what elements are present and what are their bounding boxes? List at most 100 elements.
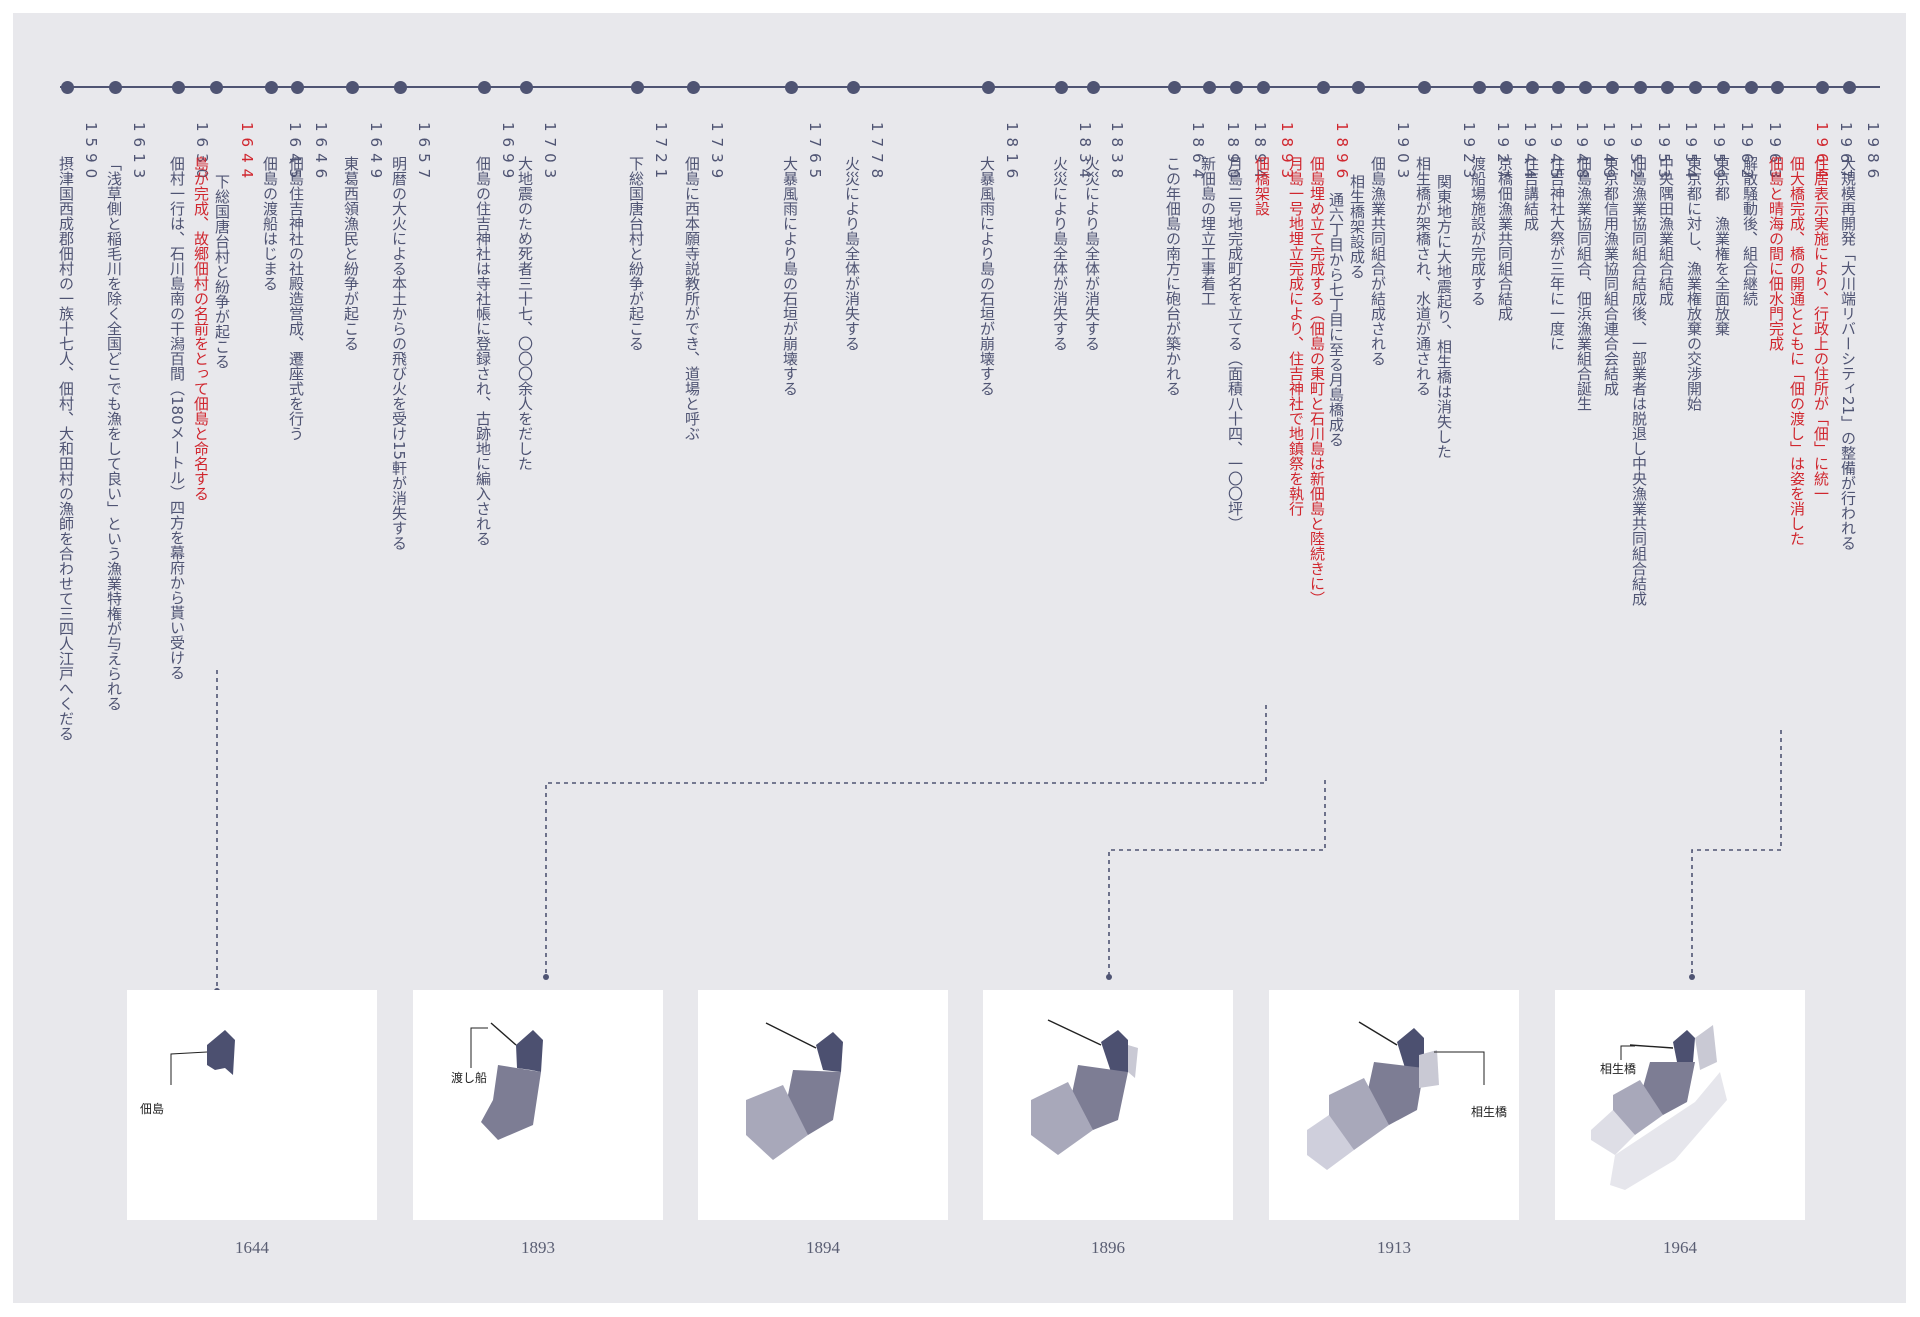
event-1838: 1838 火災により島全体が消失する xyxy=(1081,122,1127,351)
timeline-dot xyxy=(478,81,491,94)
event-1613: 1613 「浅草側と稲毛川を除く全国どこでも漁をして良い」という漁業特権が与えら… xyxy=(103,122,149,711)
leader-line xyxy=(1620,1045,1635,1060)
event-year: 1721 xyxy=(652,122,670,185)
event-1963: 1963 解散騒動後、組合継続 xyxy=(1739,122,1785,306)
timeline-dot xyxy=(1552,81,1565,94)
event-year: 1657 xyxy=(415,122,433,185)
event-text: 佃村一行は、石川島南の干潟百間（180メートル）四方を幕府から貰い受ける xyxy=(168,156,186,680)
event-text-highlight: 島が完成、故郷佃村の名前をとって佃島と命名する xyxy=(192,156,210,501)
event-1646: 1646 佃島住吉神社の社殿造営成、遷座式を行う xyxy=(285,122,331,441)
event-text: 佃島漁業協同組合、佃浜漁業組合誕生 xyxy=(1575,156,1593,411)
event-year: 1923 xyxy=(1460,122,1478,185)
event-year: 1954 xyxy=(1682,122,1700,185)
event-1703: 1703 大地震のため死者三十七、〇〇〇余人をだした xyxy=(514,122,560,471)
island-shape xyxy=(1397,1028,1424,1068)
event-1986: 1986 大規模再開発「大川端リバーシティ21」の整備が行われる xyxy=(1837,122,1883,550)
island-shape xyxy=(207,1030,235,1075)
event-1962: 1962 東京都 漁業権を全面放棄 xyxy=(1711,122,1757,336)
leader-line xyxy=(170,1051,208,1085)
reclaimed-land xyxy=(1307,1115,1354,1170)
event-1953: 1953 佃島漁業協同組合結成後、一部業者は脱退し中央漁業共同組合結成 xyxy=(1628,122,1674,606)
bridge-line xyxy=(1358,1021,1398,1046)
event-year: 1765 xyxy=(806,122,824,185)
event-year: 1644 xyxy=(238,122,256,185)
event-text: 東京都に対し、漁業権放棄の交渉開始 xyxy=(1685,156,1703,411)
timeline-dot xyxy=(1168,81,1181,94)
timeline-dot xyxy=(172,81,185,94)
event-year: 1953 xyxy=(1655,122,1673,185)
reclaimed-land xyxy=(1419,1050,1439,1088)
event-1893: 1893 佃橋架設 xyxy=(1251,122,1297,216)
event-text: 佃島住吉神社の社殿造営成、遷座式を行う xyxy=(287,156,305,441)
event-text: 下総国唐台村と紛争が起こる xyxy=(213,174,231,369)
event-1834: 1834 火災により島全体が消失する xyxy=(1049,122,1095,351)
timeline-dot xyxy=(1661,81,1674,94)
panel-year: 1964 xyxy=(1663,1238,1697,1257)
event-text-highlight: 佃橋架設 xyxy=(1253,156,1271,216)
event-year: 1896 xyxy=(1333,122,1351,185)
event-1945: 1945 住吉講結成 xyxy=(1520,122,1566,231)
map-panel-1896 xyxy=(983,990,1233,1220)
reclaimed-land xyxy=(1613,1080,1663,1135)
event-text: この年佃島の南方に砲台が築かれる xyxy=(1164,156,1182,396)
event-1721: 1721 下総国唐台村と紛争が起こる xyxy=(625,122,671,351)
event-text: 住吉講結成 xyxy=(1522,156,1540,231)
timeline-dot xyxy=(109,81,122,94)
event-year: 1903 xyxy=(1394,122,1412,185)
reclaimed-land xyxy=(1610,1072,1727,1190)
event-year: 1703 xyxy=(541,122,559,185)
event-year: 1986 xyxy=(1864,122,1882,185)
event-year: 1944 xyxy=(1521,122,1539,185)
reclaimed-land xyxy=(1329,1078,1389,1150)
event-year: 1945 xyxy=(1547,122,1565,185)
timeline-dot xyxy=(1689,81,1702,94)
event-year: 1967 xyxy=(1837,122,1855,185)
map-label-tsukudajima: 佃島 xyxy=(140,1101,164,1116)
event-year: 1952 xyxy=(1627,122,1645,185)
reclaimed-land xyxy=(481,1065,541,1140)
timeline-dot xyxy=(1473,81,1486,94)
event-1967: 1967 住居表示実施により、行政上の住所が「佃」に統一 xyxy=(1810,122,1856,501)
panel-year: 1896 xyxy=(1091,1238,1125,1257)
event-year: 1963 xyxy=(1766,122,1784,185)
event-text: 住吉神社大祭が三年に一度に xyxy=(1548,156,1566,351)
event-1739: 1739 佃島に西本願寺説教所ができ、道場と呼ぶ xyxy=(681,122,727,441)
map-panel-1894 xyxy=(698,990,948,1220)
event-text: 摂津国西成郡佃村の一族十七人、佃村、大和田村の漁師を合わせて三四人江戸へくだる xyxy=(57,156,75,741)
event-year: 1838 xyxy=(1108,122,1126,185)
bridge-line xyxy=(1629,1044,1674,1049)
event-text: 東京都信用漁業協同組合連合会結成 xyxy=(1602,156,1620,396)
event-1645: 1645 佃島の渡船はじまる xyxy=(259,122,305,291)
event-text: 大暴風雨により島の石垣が崩壊する xyxy=(781,156,799,396)
timeline-dot xyxy=(1418,81,1431,94)
event-year: 1590 xyxy=(82,122,100,185)
timeline-dot xyxy=(291,81,304,94)
event-1590: 1590 摂津国西成郡佃村の一族十七人、佃村、大和田村の漁師を合わせて三四人江戸… xyxy=(55,122,101,741)
event-text: 渡船場施設が完成する xyxy=(1469,156,1487,306)
reclaimed-land xyxy=(746,1085,808,1160)
event-1949: 1949 佃島漁業協同組合、佃浜漁業組合誕生 xyxy=(1573,122,1619,411)
reclaimed-land xyxy=(1591,1110,1635,1155)
event-text: 火災により島全体が消失する xyxy=(1083,156,1101,351)
event-text: 新佃島の埋立工事着工 xyxy=(1199,156,1217,306)
timeline-dot xyxy=(1526,81,1539,94)
event-text: 明暦の大火による本土からの飛び火を受け15軒が消失する xyxy=(390,156,408,551)
panel-year: 1644 xyxy=(235,1238,269,1257)
event-text: 月島二号地完成町名を立てる（面積八十四、一〇〇坪） xyxy=(1226,156,1244,531)
event-text: 佃島の渡船はじまる xyxy=(261,156,279,291)
timeline-dot xyxy=(631,81,644,94)
event-year: 1894 xyxy=(1251,122,1269,185)
event-year: 1739 xyxy=(708,122,726,185)
timeline-dot xyxy=(1606,81,1619,94)
event-1699: 1699 佃島の住吉神社は寺社帳に登録され、古跡地に編入される xyxy=(472,122,518,546)
event-year: 1646 xyxy=(312,122,330,185)
event-text: 佃島に西本願寺説教所ができ、道場と呼ぶ xyxy=(683,156,701,441)
timeline-dot xyxy=(520,81,533,94)
timeline-dot xyxy=(1579,81,1592,94)
event-year: 1964 xyxy=(1813,122,1831,185)
timeline-dot xyxy=(982,81,995,94)
timeline-dot xyxy=(265,81,278,94)
timeline-dot xyxy=(1257,81,1270,94)
event-text: 佃島の住吉神社は寺社帳に登録され、古跡地に編入される xyxy=(474,156,492,546)
event-text-highlight: 佃大橋完成、橋の開通とともに「佃の渡し」は姿を消した xyxy=(1788,156,1806,546)
